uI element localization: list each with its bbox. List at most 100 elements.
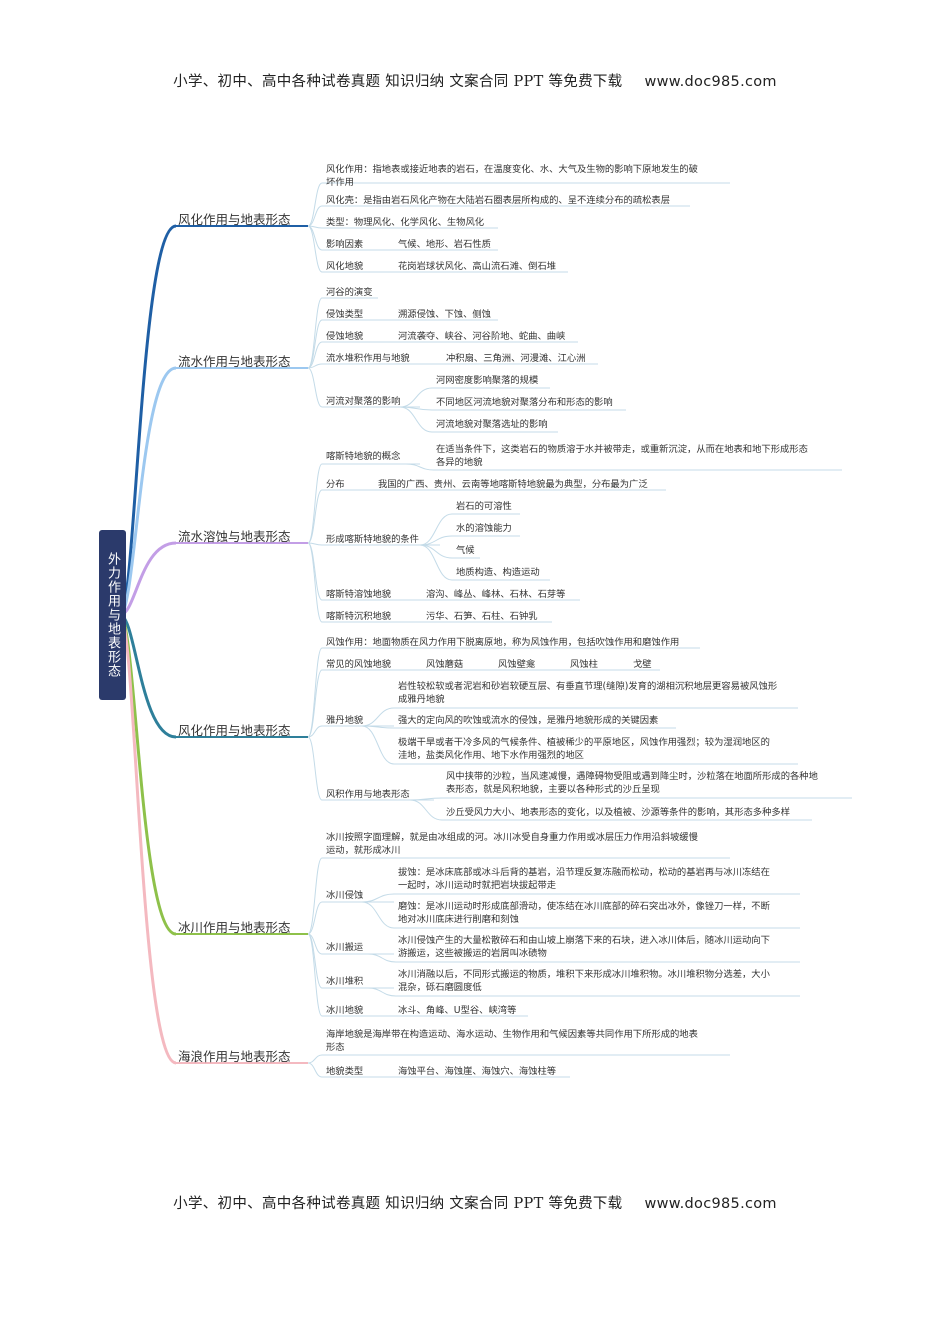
node-label: 风化壳：是指由岩石风化产物在大陆岩石圈表层所构成的、呈不连续分布的疏松表层: [326, 195, 670, 206]
child-curve: [399, 387, 433, 408]
sub-node-label: 河网密度影响聚落的规模: [436, 375, 539, 386]
child-curve: [307, 225, 323, 273]
sub-node-label: 河流地貌对聚落选址的影响: [436, 419, 548, 430]
node-value: 河流袭夺、峡谷、河谷阶地、蛇曲、曲峡: [398, 331, 566, 342]
sub-node-label: 极端干旱或者干冷多风的气候条件、植被稀少的平原地区，风蚀作用强烈；较为湿润地区的: [398, 737, 770, 748]
sub-node-label: 沙丘受风力大小、地表形态的变化，以及植被、沙源等条件的影响，其形态多种多样: [446, 807, 790, 818]
mindmap-root: 外力作用与地表形态: [99, 530, 126, 700]
sub-node-label-cont: 洼地，盐类风化作用、地下水作用强烈的地区: [398, 750, 584, 761]
sub-node-label: 地质构造、构造运动: [456, 567, 540, 578]
node-label: 流水堆积作用与地貌: [326, 353, 410, 364]
child-curve: [419, 544, 453, 559]
node-value: 溶沟、峰丛、峰林、石林、石芽等: [426, 589, 566, 600]
page-header: 小学、初中、高中各种试卷真题 知识归纳 文案合同 PPT 等免费下载 www.do…: [0, 70, 950, 91]
child-curve: [307, 367, 323, 408]
node-label: 风积作用与地表形态: [326, 789, 410, 800]
node-label: 冰川地貌: [326, 1005, 364, 1016]
header-url: www.doc985.com: [644, 74, 777, 90]
node-label-cont: 坏作用: [326, 177, 354, 188]
chip-label: 风蚀蘑菇: [426, 659, 464, 670]
child-curve: [307, 1054, 323, 1064]
sub-node-label: 拔蚀：是冰床底部或冰斗后背的基岩，沿节理反复冻融而松动，松动的基岩再与冰川冻结在: [398, 867, 770, 878]
child-curve: [307, 363, 323, 369]
child-curve: [419, 544, 453, 581]
sub-node-label: 岩性较松软或者泥岩和砂岩软硬互层、有垂直节理(缝隙)发育的湖相沉积地层更容易被风…: [398, 681, 778, 692]
child-curve: [361, 893, 395, 903]
child-curve: [307, 489, 323, 544]
sub-node-label: 风中挟带的沙粒，当风速减慢，遇障碍物受阻或遇到降尘时，沙粒落在地面所形成的各种地: [446, 771, 818, 782]
node-label: 分布: [326, 479, 345, 490]
child-curve: [307, 669, 323, 738]
branch-title: 风化作用与地表形态: [178, 723, 291, 738]
child-curve: [367, 987, 397, 997]
child-curve: [307, 297, 323, 369]
child-curve: [307, 542, 323, 623]
chip-label: 戈壁: [633, 659, 652, 670]
branch-title: 海浪作用与地表形态: [178, 1049, 291, 1064]
node-label: 影响因素: [326, 239, 364, 250]
child-curve: [307, 933, 323, 1017]
node-label: 地貌类型: [326, 1066, 364, 1077]
branch-curve: [118, 613, 177, 1065]
node-value: 冰斗、角峰、U型谷、峡湾等: [398, 1005, 517, 1016]
node-value: 冰川消融以后，不同形式搬运的物质，堆积下来形成冰川堆积物。冰川堆积物分选差，大小: [398, 969, 770, 980]
chip-label: 风蚀柱: [570, 659, 598, 670]
child-curve: [307, 736, 323, 801]
child-curve: [307, 319, 323, 369]
sub-node-label: 强大的定向风的吹蚀或流水的侵蚀，是雅丹地貌形成的关键因素: [398, 715, 659, 726]
node-value: 我国的广西、贵州、云南等地喀斯特地貌最为典型，分布最为广泛: [378, 479, 648, 490]
child-curve: [307, 542, 323, 601]
node-label: 冰川堆积: [326, 976, 364, 987]
node-label: 喀斯特地貌的概念: [326, 451, 401, 462]
node-label: 河流对聚落的影响: [326, 396, 401, 407]
child-curve: [307, 341, 323, 369]
child-curve: [361, 901, 395, 929]
child-curve: [399, 406, 433, 433]
child-curve: [307, 857, 323, 935]
sub-node-label: 不同地区河流地貌对聚落分布和形态的影响: [436, 397, 613, 408]
child-curve: [361, 725, 395, 765]
node-value-cont: 各异的地貌: [436, 457, 483, 468]
node-label: 冰川搬运: [326, 942, 364, 953]
node-value: 花岗岩球状风化、高山流石滩、倒石堆: [398, 261, 557, 272]
node-label-cont: 运动，就形成冰川: [326, 845, 401, 856]
sub-node-label: 磨蚀：是冰川运动时形成底部滑动，使冻结在冰川底部的碎石突出冰外，像锉刀一样，不断: [398, 901, 770, 912]
child-curve: [419, 513, 453, 546]
node-label: 侵蚀类型: [326, 309, 364, 320]
child-curve: [307, 463, 323, 544]
child-curve: [367, 953, 397, 963]
header-text: 小学、初中、高中各种试卷真题 知识归纳 文案合同 PPT 等免费下载: [173, 74, 623, 90]
node-label: 类型：物理风化、化学风化、生物风化: [326, 217, 485, 228]
node-value: 溯源侵蚀、下蚀、侧蚀: [398, 309, 491, 320]
node-label: 冰川侵蚀: [326, 890, 364, 901]
node-label: 雅丹地貌: [326, 715, 364, 726]
child-curve: [307, 901, 323, 935]
sub-node-label-cont: 一起时，冰川运动时就把岩块拔起带走: [398, 880, 557, 891]
branch-title: 冰川作用与地表形态: [178, 920, 291, 935]
node-label: 风蚀作用：地面物质在风力作用下脱离原地，称为风蚀作用，包括吹蚀作用和磨蚀作用: [326, 637, 680, 648]
sub-node-label-cont: 表形态，就是风积地貌，主要以各种形式的沙丘呈现: [446, 784, 660, 795]
node-label: 喀斯特溶蚀地貌: [326, 589, 392, 600]
child-curve: [405, 463, 435, 471]
footer-text: 小学、初中、高中各种试卷真题 知识归纳 文案合同 PPT 等免费下载: [173, 1196, 623, 1212]
node-label: 喀斯特沉积地貌: [326, 611, 392, 622]
sub-node-label-cont: 成雅丹地貌: [398, 694, 445, 705]
node-label-cont: 形态: [326, 1042, 345, 1053]
child-curve: [307, 542, 323, 546]
node-value: 海蚀平台、海蚀崖、海蚀穴、海蚀柱等: [398, 1066, 557, 1077]
child-curve: [409, 799, 443, 821]
node-value: 气候、地形、岩石性质: [398, 239, 491, 250]
child-curve: [361, 707, 395, 727]
child-curve: [307, 1062, 323, 1078]
child-curve: [307, 725, 323, 738]
node-label: 海岸地貌是海岸带在构造运动、海水运动、生物作用和气候因素等共同作用下所形成的地表: [326, 1029, 698, 1040]
branch-title: 流水溶蚀与地表形态: [178, 529, 291, 544]
child-curve: [361, 725, 395, 729]
chip-label: 风蚀壁龛: [498, 659, 536, 670]
branch-title: 流水作用与地表形态: [178, 354, 291, 369]
child-curve: [307, 205, 323, 227]
sub-node-label-cont: 地对冰川底床进行削磨和刻蚀: [398, 914, 519, 925]
sub-node-label: 岩石的可溶性: [456, 501, 512, 512]
